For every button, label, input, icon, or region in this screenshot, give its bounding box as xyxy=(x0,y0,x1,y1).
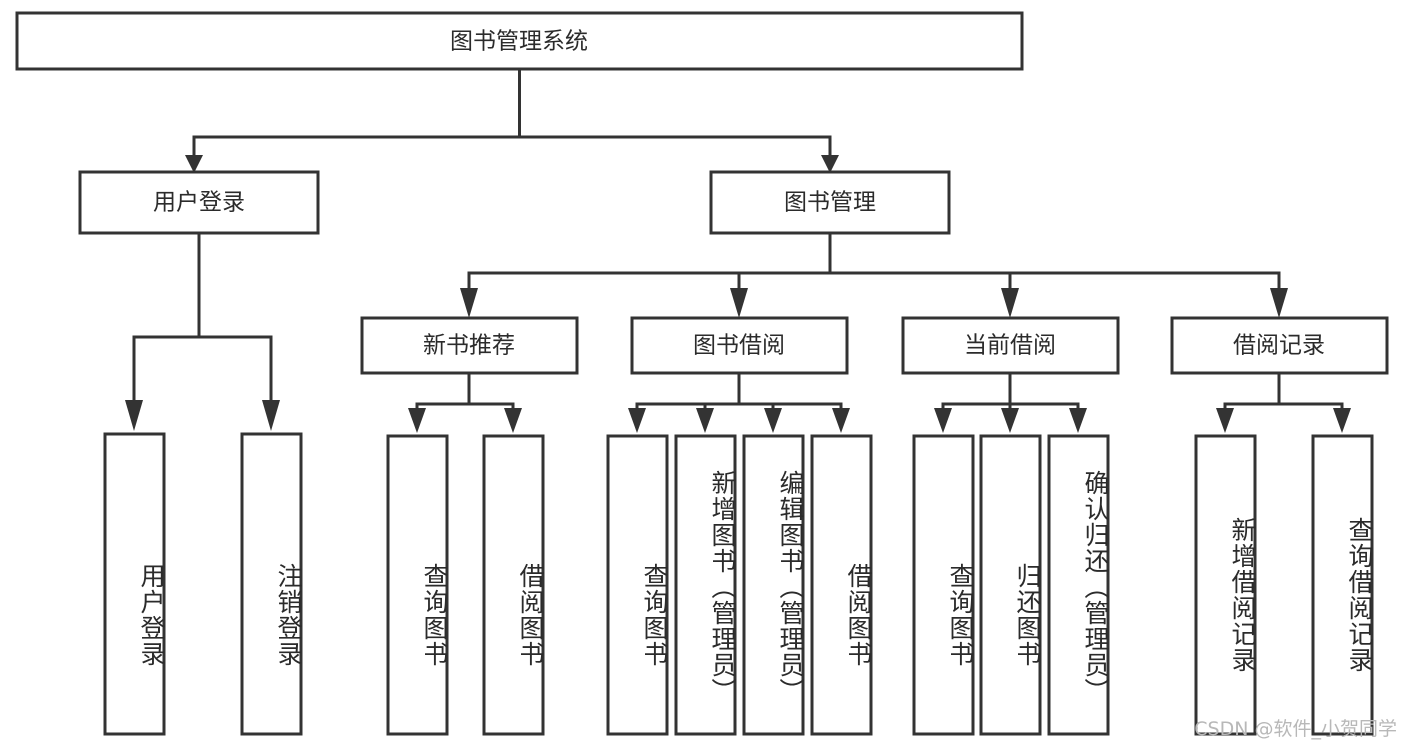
arrow-leaf-query-record xyxy=(1333,408,1351,433)
arrow-leaf-query-book-2 xyxy=(628,408,646,433)
node-borrow-record-label: 借阅记录 xyxy=(1233,333,1325,359)
arrow-leaf-query-book-3 xyxy=(934,408,952,433)
arrow-leaf-logout xyxy=(262,400,280,431)
arrow-to-user-login xyxy=(185,155,203,173)
node-book-borrow-box[interactable] xyxy=(630,316,849,375)
leaf-boxes xyxy=(103,432,1374,736)
leaf-box-user-login[interactable] xyxy=(103,432,166,736)
node-root[interactable]: 图书管理系统 xyxy=(15,11,1024,71)
leaf-box-add-record[interactable] xyxy=(1194,434,1257,736)
node-new-book-rec-label: 新书推荐 xyxy=(423,333,515,359)
arrow-leaf-borrow-book-1 xyxy=(504,408,522,433)
node-root-box[interactable] xyxy=(15,11,1024,71)
watermark-text: CSDN @软件_小贺同学 xyxy=(1194,718,1397,740)
arrow-to-current-borrow xyxy=(1001,288,1019,318)
arrow-leaf-add-record xyxy=(1216,408,1234,433)
arrow-leaf-return-book xyxy=(1001,408,1019,433)
node-user-login-box[interactable] xyxy=(78,170,320,235)
leaf-box-confirm-return[interactable] xyxy=(1047,434,1110,736)
node-current-borrow-label: 当前借阅 xyxy=(964,333,1056,359)
connectors xyxy=(125,67,1351,433)
node-borrow-record-box[interactable] xyxy=(1170,316,1389,375)
node-book-mgmt-box[interactable] xyxy=(709,170,951,235)
leaf-box-query-book-2[interactable] xyxy=(606,434,669,736)
arrow-leaf-confirm-return xyxy=(1069,408,1087,433)
arrow-to-book-mgmt xyxy=(821,155,839,173)
leaf-box-query-book-1[interactable] xyxy=(386,434,449,736)
leaf-box-logout[interactable] xyxy=(240,432,303,736)
leaf-box-return-book[interactable] xyxy=(979,434,1042,736)
arrow-leaf-add-book xyxy=(696,408,714,433)
node-book-borrow[interactable]: 图书借阅 xyxy=(630,316,849,375)
node-root-label: 图书管理系统 xyxy=(450,29,588,55)
arrow-leaf-query-book-1 xyxy=(408,408,426,433)
leaf-box-borrow-book-1[interactable] xyxy=(482,434,545,736)
node-user-login[interactable]: 用户登录 xyxy=(78,170,320,235)
node-new-book-rec[interactable]: 新书推荐 xyxy=(360,316,579,375)
node-new-book-rec-box[interactable] xyxy=(360,316,579,375)
node-book-mgmt[interactable]: 图书管理 xyxy=(709,170,951,235)
node-borrow-record[interactable]: 借阅记录 xyxy=(1170,316,1389,375)
leaf-box-add-book[interactable] xyxy=(674,434,737,736)
leaf-box-edit-book[interactable] xyxy=(742,434,805,736)
leaf-box-query-record[interactable] xyxy=(1311,434,1374,736)
node-user-login-label: 用户登录 xyxy=(153,190,245,216)
leaf-box-query-book-3[interactable] xyxy=(912,434,975,736)
node-book-mgmt-label: 图书管理 xyxy=(784,190,876,216)
node-current-borrow[interactable]: 当前借阅 xyxy=(901,316,1120,375)
node-book-borrow-label: 图书借阅 xyxy=(693,333,785,359)
arrow-leaf-user-login xyxy=(125,400,143,431)
arrow-to-new-book-rec xyxy=(460,288,478,318)
arrow-leaf-edit-book xyxy=(764,408,782,433)
arrow-to-borrow-record xyxy=(1270,288,1288,318)
arrow-to-book-borrow xyxy=(730,288,748,318)
arrow-leaf-borrow-book-2 xyxy=(832,408,850,433)
leaf-box-borrow-book-2[interactable] xyxy=(810,434,873,736)
node-current-borrow-box[interactable] xyxy=(901,316,1120,375)
